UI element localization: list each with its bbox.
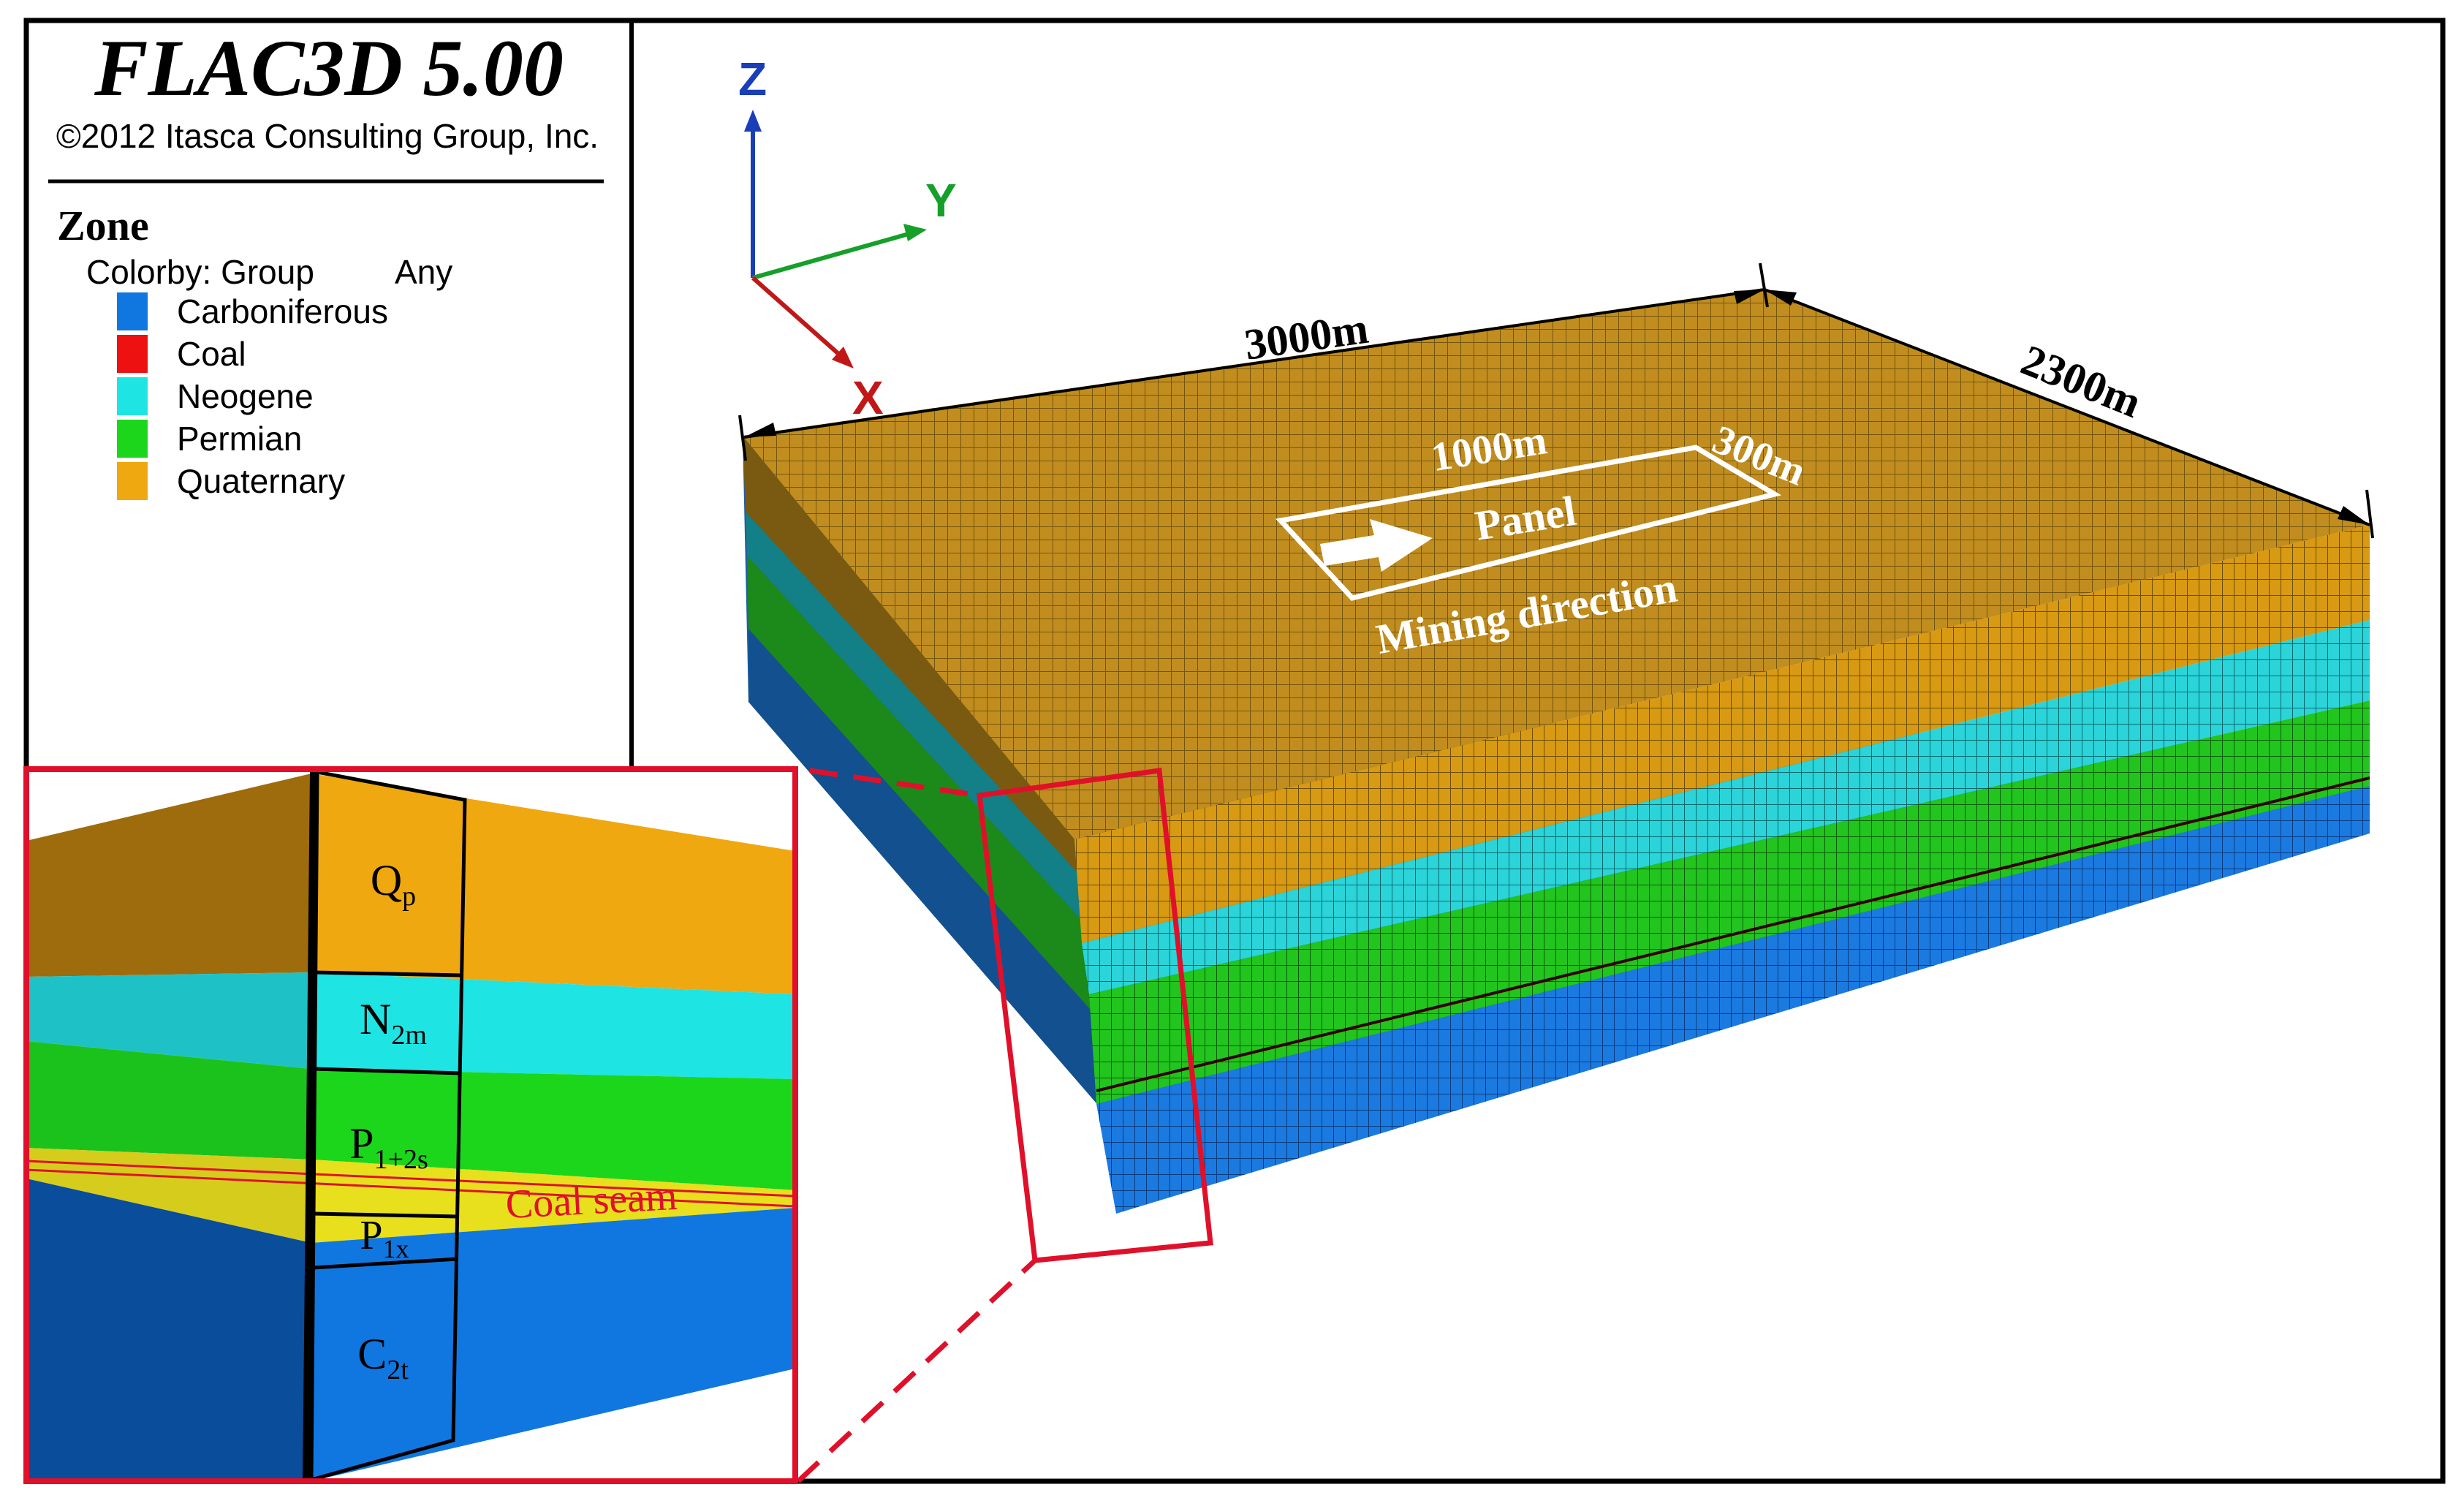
model-block bbox=[743, 288, 2370, 1214]
software-title: FLAC3D 5.00 bbox=[94, 23, 564, 113]
block-left-face-carboniferous bbox=[748, 629, 1116, 1126]
inset-right-neogene bbox=[311, 972, 795, 1079]
legend-swatch-quaternary bbox=[117, 462, 148, 500]
legend-items: CarboniferousCoalNeogenePermianQuaternar… bbox=[117, 292, 388, 500]
outer-frame bbox=[23, 18, 2446, 1484]
block-front-quaternary bbox=[1074, 525, 2370, 943]
legend-label-carboniferous: Carboniferous bbox=[177, 292, 388, 330]
inset-right-carboniferous bbox=[311, 1208, 795, 1481]
inset-label-neogene: N2m bbox=[360, 995, 427, 1051]
block-top-surface bbox=[743, 288, 2370, 839]
block-front-carboniferous bbox=[1096, 786, 2370, 1214]
z-axis-arrowhead bbox=[744, 110, 762, 132]
zoom-highlight-box bbox=[977, 768, 1213, 1263]
coal-seam-label: Coal seam bbox=[504, 1173, 678, 1228]
inset-bottom-fill bbox=[311, 1369, 795, 1481]
block-left-face-quaternary bbox=[743, 436, 1082, 877]
inset-left-permian bbox=[26, 1041, 311, 1160]
legend-label-coal: Coal bbox=[177, 335, 246, 373]
inset-label-permian-lower: P1x bbox=[360, 1213, 409, 1263]
inset-label-quaternary: Qp bbox=[371, 856, 416, 912]
inset-label-carboniferous: C2t bbox=[357, 1330, 409, 1385]
mining-direction-arrow bbox=[1320, 519, 1433, 572]
x-axis-arrowhead bbox=[832, 347, 854, 368]
panel-outline bbox=[1275, 445, 1782, 601]
block-front-neogene bbox=[1082, 620, 2370, 994]
legend-swatch-carboniferous bbox=[117, 292, 148, 330]
inset-left-carboniferous bbox=[26, 1179, 311, 1481]
zoom-connector-top bbox=[809, 768, 980, 798]
legend-colorby-value: Any bbox=[395, 253, 452, 291]
block-top-shade bbox=[743, 288, 2370, 839]
legend-swatch-neogene bbox=[117, 377, 148, 415]
dimension-width bbox=[1764, 288, 2374, 539]
legend-swatch-permian bbox=[117, 420, 148, 458]
legend-label-quaternary: Quaternary bbox=[177, 462, 345, 500]
inset-left-quaternary bbox=[26, 774, 311, 977]
y-axis-label: Y bbox=[925, 174, 957, 227]
inset-border bbox=[23, 766, 798, 1484]
zoom-connector-bottom bbox=[796, 1258, 1037, 1483]
inset-cross-section bbox=[26, 769, 796, 1483]
block-front-permian bbox=[1089, 700, 2370, 1104]
inset-coal-seam-line-2 bbox=[26, 1168, 796, 1208]
inset-left-neogene bbox=[26, 972, 311, 1069]
legend-colorby-label: Colorby: Group bbox=[86, 253, 314, 291]
block-left-face-neogene bbox=[746, 512, 1089, 929]
inset-right-permian bbox=[311, 1069, 795, 1190]
copyright-text: ©2012 Itasca Consulting Group, Inc. bbox=[56, 117, 599, 155]
legend-label-permian: Permian bbox=[177, 420, 302, 458]
z-axis-label: Z bbox=[738, 53, 767, 105]
inset-column-edge bbox=[303, 771, 319, 1480]
coal-seam-line bbox=[1096, 776, 2370, 1092]
legend: Zone Colorby: Group Any CarboniferousCoa… bbox=[57, 202, 452, 500]
y-axis-arrowhead bbox=[903, 224, 927, 241]
axes-triad bbox=[744, 110, 927, 368]
legend-swatch-coal bbox=[117, 335, 148, 373]
y-axis-line bbox=[752, 230, 914, 280]
inset-coal-seam-line-1 bbox=[26, 1160, 796, 1198]
inset-right-quaternary bbox=[311, 774, 795, 994]
inset-label-permian-upper: P1+2s bbox=[349, 1119, 428, 1175]
legend-heading: Zone bbox=[57, 202, 149, 249]
x-axis-label: X bbox=[852, 371, 884, 424]
legend-label-neogene: Neogene bbox=[177, 377, 314, 415]
x-axis-line bbox=[751, 276, 845, 360]
dimension-length bbox=[738, 262, 1769, 461]
